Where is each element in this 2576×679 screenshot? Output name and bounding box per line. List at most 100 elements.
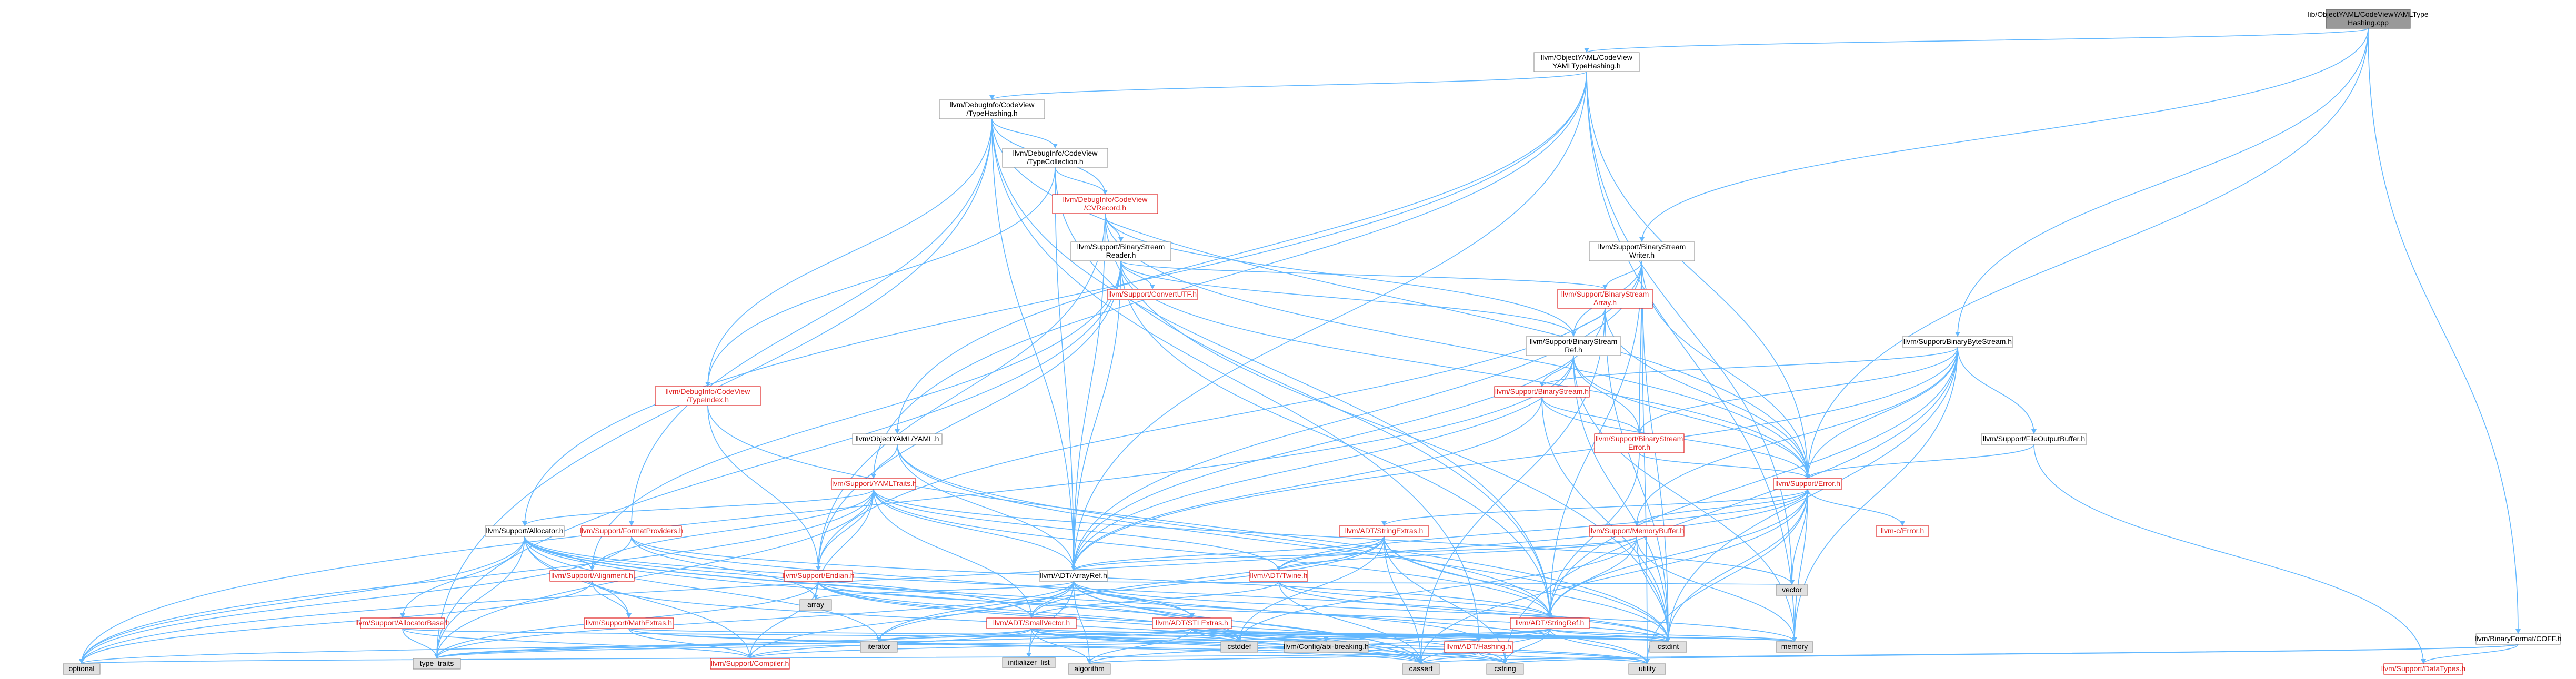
edge-arrayref-to-vector [1073,581,1792,585]
node-utility: utility [1628,663,1666,675]
node-label: llvm/ADT/Twine.h [1250,571,1308,580]
node-convertutf[interactable]: llvm/Support/ConvertUTF.h [1107,289,1198,300]
node-label: initializer_list [1008,658,1049,666]
node-cerror[interactable]: llvm-c/Error.h [1876,525,1929,537]
node-cvrecord[interactable]: llvm/DebugInfo/CodeView/CVRecord.h [1052,194,1158,214]
edge-bsreader-to-typetraits [436,260,1121,659]
node-smallvec[interactable]: llvm/ADT/SmallVector.h [986,617,1077,629]
node-bstream[interactable]: llvm/Support/BinaryStream.h [1494,386,1590,398]
node-label: llvm/ADT/StringRef.h [1516,619,1585,627]
edge-fmtprov-to-optional [81,536,632,664]
edge-mathextras-to-compiler [628,628,750,659]
node-label: llvm/Support/BinaryStream [1598,242,1686,251]
arrowhead-hashing-to-optional [79,659,84,664]
node-yamltraits[interactable]: llvm/Support/YAMLTraits.h [830,478,917,490]
edge-arrayref-to-hashing [1073,581,1479,642]
node-label: llvm/Support/DataTypes.h [2381,664,2465,673]
node-coff[interactable]: llvm/BinaryFormat/COFF.h [2475,633,2562,645]
node-arrayref[interactable]: llvm/ADT/ArrayRef.h [1039,570,1108,582]
edge-strextras-to-arrayref [1073,536,1385,571]
arrowhead-smallvec-to-initlist [1026,653,1031,657]
edge-bserror-to-error [1639,452,1808,479]
edge-arrayref-to-smallvec [1031,581,1074,619]
arrowhead-hashing-to-algorithm [1087,659,1092,664]
arrowhead-error-to-strextras [1381,521,1387,526]
node-label: llvm/ADT/STLExtras.h [1156,619,1228,627]
node-box [1249,570,1308,582]
edge-allocator-to-cstdint [524,536,1669,642]
node-box [584,617,674,629]
arrowhead-coff-to-datatypes [2421,659,2426,664]
node-endian[interactable]: llvm/Support/Endian.h [783,570,855,582]
node-allocator[interactable]: llvm/Support/Allocator.h [485,525,565,537]
node-twine[interactable]: llvm/ADT/Twine.h [1249,570,1308,582]
node-strextras[interactable]: llvm/ADT/StringExtras.h [1339,525,1429,537]
node-label: /TypeIndex.h [687,396,729,404]
node-typecoll[interactable]: llvm/DebugInfo/CodeView/TypeCollection.h [1002,148,1108,168]
arrowhead-coff-to-cstring [1502,659,1508,664]
node-box [581,525,682,537]
edge-error-to-stringref [1549,489,1808,619]
node-label: llvm/Support/BinaryStream.h [1495,387,1589,396]
node-stlextras[interactable]: llvm/ADT/STLExtras.h [1152,617,1232,629]
node-label: cstring [1494,664,1516,673]
arrowhead-dbghash-to-error [1805,474,1810,479]
edge-twine-to-cassert [1278,581,1421,664]
node-label: llvm/Support/MathExtras.h [586,619,672,627]
node-bytestream[interactable]: llvm/Support/BinaryByteStream.h [1902,336,2013,348]
edge-cvrecord-to-error [1105,213,1808,479]
arrowhead-yamlhash-to-objyaml [895,429,900,434]
node-vector: vector [1776,584,1808,596]
node-label: llvm/BinaryFormat/COFF.h [2475,634,2562,643]
edge-objyaml-to-cstdint [897,444,1669,642]
arrowhead-bswriter-to-bsarray [1602,285,1608,289]
edge-stlextras-to-configbreak [1191,628,1327,642]
node-alignment[interactable]: llvm/Support/Alignment.h [549,570,635,582]
node-label: llvm/Support/BinaryStream [1530,337,1618,346]
edge-bsref-to-cstdint [1573,355,1669,642]
node-datatypes[interactable]: llvm/Support/DataTypes.h [2381,663,2465,675]
node-compiler[interactable]: llvm/Support/Compiler.h [710,658,790,670]
edge-membuf-to-cstdint [1636,536,1669,642]
edge-arrayref-to-memory [1073,581,1795,642]
arrowhead-alignment-to-mathextras [626,613,632,618]
node-array: array [799,599,832,611]
node-allocbase[interactable]: llvm/Support/AllocatorBase.h [355,617,450,629]
edge-stringref-to-typetraits [436,628,1550,659]
arrowhead-bstream-to-bserror [1637,429,1642,434]
node-box [360,617,445,629]
node-fmtprov[interactable]: llvm/Support/FormatProviders.h [580,525,684,537]
arrowhead-bsarray-to-bsref [1571,332,1576,337]
node-filebuf[interactable]: llvm/Support/FileOutputBuffer.h [1981,433,2087,445]
node-mathextras[interactable]: llvm/Support/MathExtras.h [584,617,674,629]
node-stringref[interactable]: llvm/ADT/StringRef.h [1510,617,1590,629]
node-box [1876,525,1929,537]
node-hashing[interactable]: llvm/ADT/Hashing.h [1444,641,1513,653]
node-yamlhash[interactable]: llvm/ObjectYAML/CodeViewYAMLTypeHashing.… [1533,52,1640,72]
arrowhead-yamltraits-to-allocator [522,521,527,526]
edge-bytestream-to-membuf [1636,347,1958,526]
edge-bstream-to-cstdint [1541,397,1669,642]
node-dbghash[interactable]: llvm/DebugInfo/CodeView/TypeHashing.h [939,99,1045,119]
edge-arrayref-to-stlextras [1073,581,1192,619]
node-root[interactable]: lib/ObjectYAML/CodeViewYAMLTypeHashing.c… [2308,9,2429,29]
edge-stlextras-to-iterator [878,628,1192,642]
arrowhead-objyaml-to-yamltraits [871,474,876,479]
node-error[interactable]: llvm/Support/Error.h [1773,478,1842,490]
node-objyaml[interactable]: llvm/ObjectYAML/YAML.h [852,433,943,445]
node-box [1589,241,1695,261]
edge-bswriter-to-utility [1641,260,1648,664]
edge-endian-to-cstddef [818,581,1240,642]
node-box [1052,194,1158,214]
node-label: llvm/Support/Error.h [1775,479,1840,488]
edge-typecoll-to-arrayref [1055,167,1074,571]
node-membuf[interactable]: llvm/Support/MemoryBuffer.h [1589,525,1685,537]
node-typeindex[interactable]: llvm/DebugInfo/CodeView/TypeIndex.h [655,386,761,406]
edge-dbghash-to-hashing [991,118,1479,642]
